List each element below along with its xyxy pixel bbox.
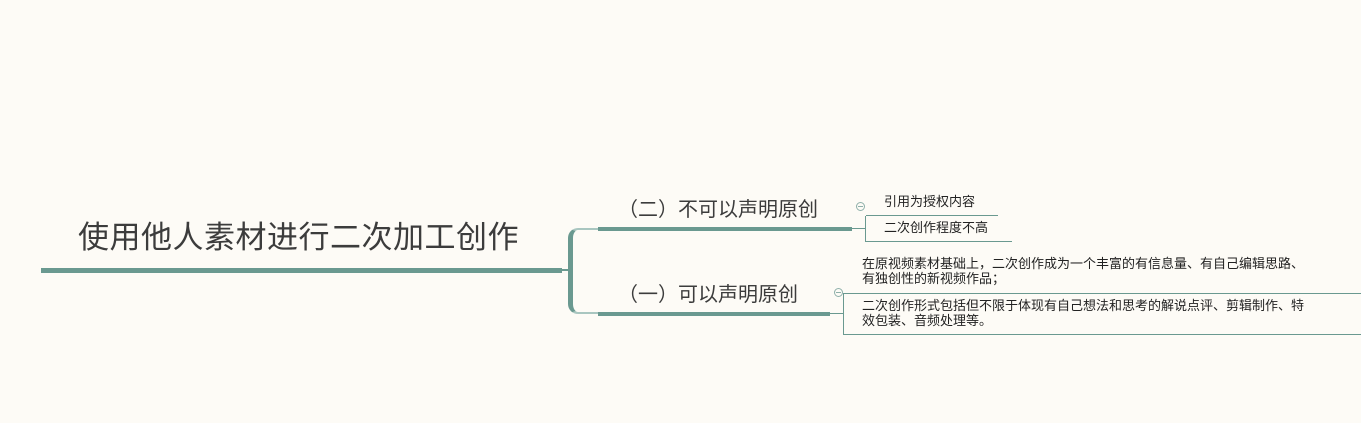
leaf-underline (866, 215, 998, 216)
branch-bracket (568, 228, 598, 314)
connector (851, 228, 866, 229)
leaf-rich-content[interactable]: 在原视频素材基础上，二次创作成为一个丰富的有信息量、有自己编辑思路、 有独创性的… (862, 257, 1304, 287)
collapse-icon[interactable] (834, 288, 843, 297)
leaf-line: 有独创性的新视频作品； (862, 272, 1006, 287)
root-underline (41, 268, 562, 273)
leaf-line: 效包装、音频处理等。 (862, 314, 993, 329)
leaf-quoted-authorized[interactable]: 引用为授权内容 (884, 195, 976, 210)
branch-original[interactable]: （一）可以声明原创 (618, 282, 798, 306)
connector (843, 293, 844, 335)
root-connector (561, 269, 571, 271)
leaf-creation-forms[interactable]: 二次创作形式包括但不限于体现有自己想法和思考的解说点评、剪辑制作、特 效包装、音… (862, 299, 1304, 329)
branch-not-original[interactable]: （二）不可以声明原创 (618, 197, 818, 221)
connector (829, 313, 844, 314)
leaf-line: 二次创作形式包括但不限于体现有自己想法和思考的解说点评、剪辑制作、特 (862, 299, 1305, 314)
branch-not-original-underline (598, 227, 852, 231)
connector (865, 216, 866, 242)
branch-original-underline (598, 312, 830, 316)
leaf-underline (843, 293, 1361, 294)
collapse-icon[interactable] (856, 202, 865, 211)
leaf-line: 在原视频素材基础上，二次创作成为一个丰富的有信息量、有自己编辑思路、 (862, 257, 1305, 272)
root-topic[interactable]: 使用他人素材进行二次加工创作 (78, 220, 519, 256)
leaf-underline (843, 334, 1361, 335)
leaf-underline (866, 241, 1012, 242)
leaf-low-creation[interactable]: 二次创作程度不高 (884, 221, 989, 236)
